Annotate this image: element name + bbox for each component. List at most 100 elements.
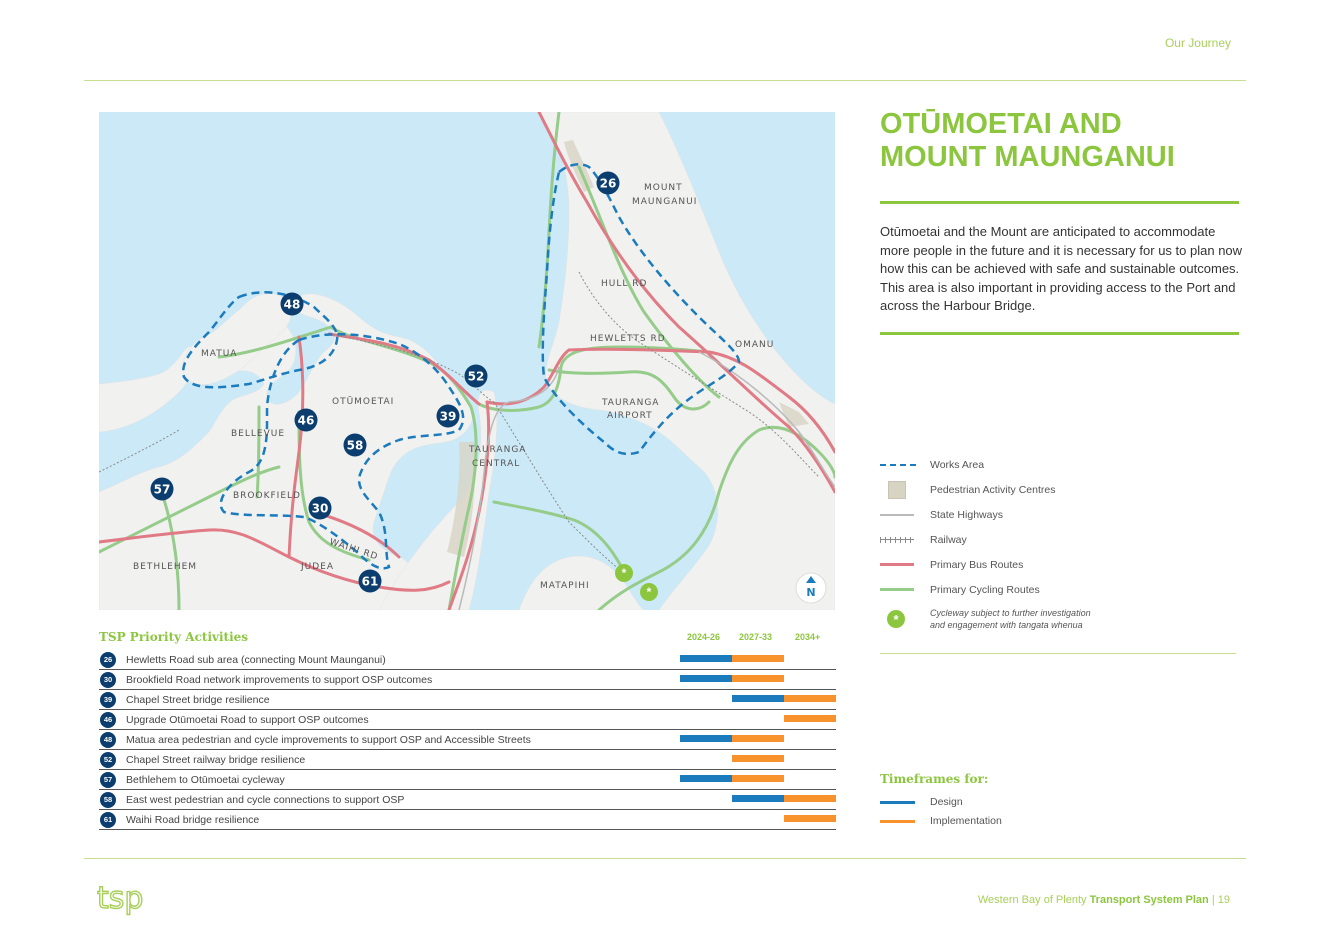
legend-works-area: Works Area [880,452,1240,477]
activity-number: 30 [100,672,116,688]
timeframe-design: Design [880,796,963,808]
activity-label: Upgrade Otūmoetai Road to support OSP ou… [126,714,369,726]
implementation-bar [784,815,836,822]
top-divider [84,80,1246,81]
activity-row: 57 Bethlehem to Otūmoetai cycleway [99,770,836,790]
svg-text:tsp: tsp [97,881,143,916]
svg-text:*: * [622,566,627,580]
legend-state-highways: State Highways [880,502,1240,527]
activities-title: TSP Priority Activities [99,630,249,644]
period-2: 2027-33 [739,632,773,642]
activity-label: Brookfield Road network improvements to … [126,674,433,686]
marker-58: 58 [343,433,367,457]
label-brookfield: BROOKFIELD [233,491,301,501]
label-mount: MOUNT [644,183,683,193]
tsp-logo: tsp [97,880,144,916]
implementation-bar [784,695,836,702]
label-judea: JUDEA [300,562,334,572]
implementation-bar [784,715,836,722]
activity-row: 61 Waihi Road bridge resilience [99,810,836,830]
implementation-bar [732,775,784,782]
svg-text:30: 30 [312,502,329,516]
cycleway-note-markers: * * [615,564,658,601]
svg-text:*: * [647,585,652,599]
legend-divider [880,653,1236,654]
timeframe-implementation: Implementation [880,815,1002,827]
footer: Western Bay of Plenty Transport System P… [977,894,1230,906]
legend-pedestrian: Pedestrian Activity Centres [880,477,1240,502]
svg-text:61: 61 [362,575,379,589]
label-tauranga-central-2: CENTRAL [472,459,520,469]
svg-text:N: N [806,586,815,599]
intro-divider [880,332,1239,335]
page-title: OTŪMOETAI AND MOUNT MAUNGANUI [880,108,1175,174]
svg-text:58: 58 [347,439,364,453]
activity-number: 61 [100,812,116,828]
svg-text:57: 57 [154,483,171,497]
design-bar [680,735,732,742]
svg-text:46: 46 [298,414,315,428]
activity-number: 48 [100,732,116,748]
label-bethlehem: BETHLEHEM [133,562,197,572]
implementation-bar [732,675,784,682]
label-matapihi: MATAPIHI [540,581,590,591]
marker-48: 48 [280,292,304,316]
header-label: Our Journey [1164,36,1231,50]
map-legend: Works Area Pedestrian Activity Centres S… [880,452,1240,636]
activities-table: 26 Hewletts Road sub area (connecting Mou… [99,650,836,830]
activity-row: 46 Upgrade Otūmoetai Road to support OSP … [99,710,836,730]
title-divider [880,201,1239,204]
label-tauranga-central-1: TAURANGA [468,445,526,455]
activity-number: 52 [100,752,116,768]
activity-label: Hewletts Road sub area (connecting Mount… [126,654,386,666]
svg-text:48: 48 [284,298,301,312]
implementation-bar [784,795,836,802]
label-bellevue: BELLEVUE [231,429,285,439]
marker-52: 52 [464,364,488,388]
north-arrow-icon: N [795,572,827,604]
timeframes-title: Timeframes for: [880,772,989,786]
label-matua: MATUA [201,349,237,359]
marker-61: 61 [358,569,382,593]
activity-row: 26 Hewletts Road sub area (connecting Mou… [99,650,836,670]
marker-46: 46 [294,408,318,432]
title-line-2: MOUNT MAUNGANUI [880,141,1175,173]
design-bar [732,795,784,802]
implementation-bar [732,735,784,742]
legend-railway: Railway [880,527,1240,552]
label-tauranga-airport-2: AIRPORT [607,411,653,421]
activity-number: 46 [100,712,116,728]
activity-number: 26 [100,652,116,668]
activity-number: 39 [100,692,116,708]
legend-cycling: Primary Cycling Routes [880,577,1240,602]
design-bar [680,675,732,682]
activity-label: Chapel Street bridge resilience [126,694,270,706]
legend-bus: Primary Bus Routes [880,552,1240,577]
label-omanu: OMANU [735,340,774,350]
marker-26: 26 [596,171,620,195]
activity-label: Bethlehem to Otūmoetai cycleway [126,774,285,786]
intro-text: Otūmoetai and the Mount are anticipated … [880,224,1243,313]
label-maunganui: MAUNGANUI [632,197,697,207]
activity-row: 52 Chapel Street railway bridge resilienc… [99,750,836,770]
bottom-divider [84,858,1246,859]
label-hewletts-rd: HEWLETTS RD [590,334,666,344]
activity-row: 39 Chapel Street bridge resilience [99,690,836,710]
activity-row: 30 Brookfield Road network improvements t… [99,670,836,690]
activity-label: Chapel Street railway bridge resilience [126,754,306,766]
activity-label: Matua area pedestrian and cycle improvem… [126,734,531,746]
activity-number: 58 [100,792,116,808]
activity-markers: 26 48 52 39 46 58 57 30 61 [150,171,620,593]
period-1: 2024-26 [687,632,721,642]
activity-number: 57 [100,772,116,788]
marker-30: 30 [308,496,332,520]
label-otumoetai: OTŪMOETAI [332,396,394,407]
title-line-1: OTŪMOETAI AND [880,108,1122,140]
activity-label: Waihi Road bridge resilience [126,814,260,826]
legend-cycleway-note: * Cycleway subject to further investigat… [880,602,1240,636]
label-hull-rd: HULL RD [601,279,647,289]
activity-label: East west pedestrian and cycle connectio… [126,794,405,806]
works-areas [181,163,741,570]
implementation-bar [732,755,784,762]
design-bar [680,655,732,662]
